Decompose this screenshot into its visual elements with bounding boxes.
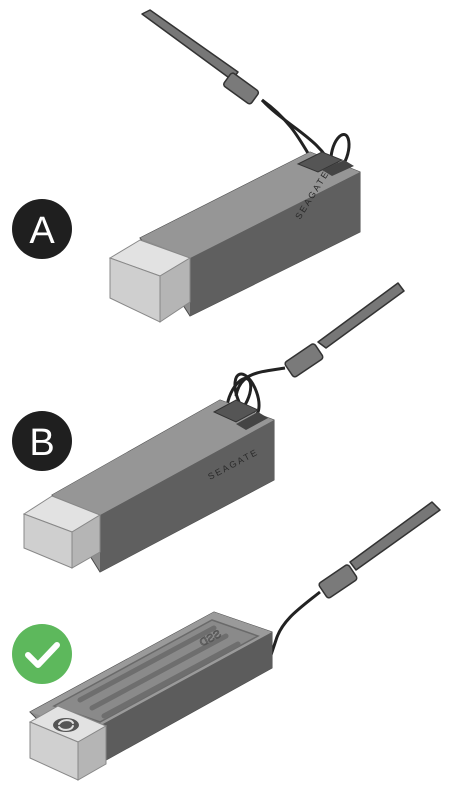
lanyard-strap-icon xyxy=(266,501,441,665)
step-b-badge-label: B xyxy=(29,422,54,464)
step-check-badge xyxy=(12,624,72,684)
drive-open: SSD xyxy=(28,611,273,781)
step-b: SEAGATE B xyxy=(12,282,405,573)
step-a-badge-label: A xyxy=(29,210,55,252)
lanyard-strap-icon xyxy=(225,282,405,418)
step-a-badge: A xyxy=(12,199,72,259)
drive-a: SEAGATE xyxy=(108,151,361,323)
step-a: SEAGATE A xyxy=(12,9,361,323)
step-b-badge: B xyxy=(12,411,72,471)
seagate-logo-icon xyxy=(53,718,79,732)
checkmark-icon xyxy=(25,642,60,668)
step-check: SSD xyxy=(12,501,441,781)
drive-b: SEAGATE xyxy=(22,399,275,573)
lanyard-strap-icon xyxy=(141,9,351,172)
